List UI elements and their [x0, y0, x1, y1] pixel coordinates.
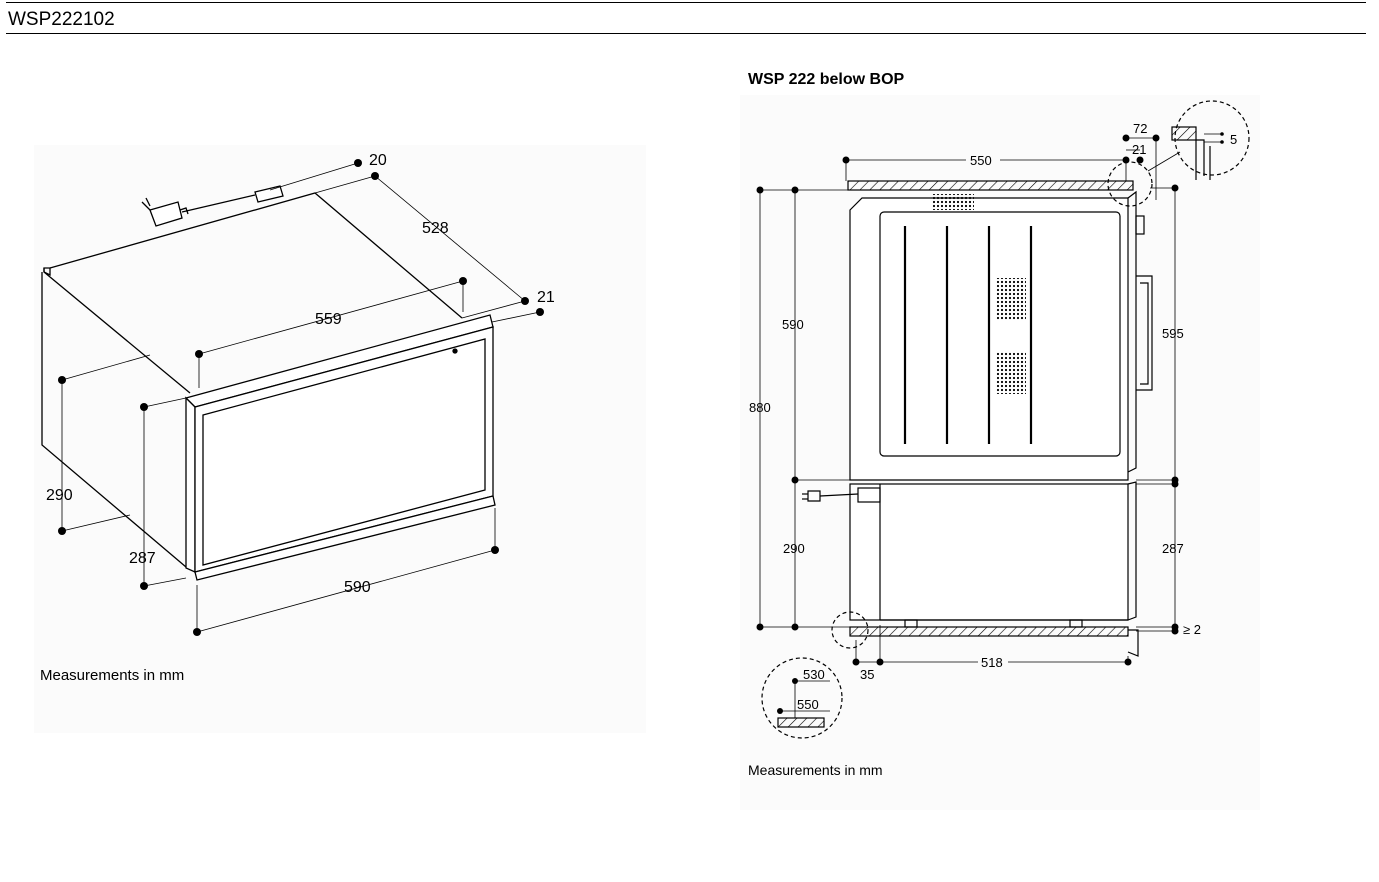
power-plug-icon-side [802, 487, 881, 503]
dim-287-left: 287 [129, 550, 156, 567]
dim-20: 20 [369, 152, 387, 169]
power-plug-icon [141, 185, 284, 227]
worktop-hatch [847, 180, 1134, 191]
dim-590-left: 590 [344, 579, 371, 596]
dim-595: 595 [1162, 326, 1184, 341]
dim-72: 72 [1133, 121, 1147, 136]
right-caption: Measurements in mm [748, 762, 883, 778]
model-number: WSP222102 [8, 9, 115, 30]
detail-circle-top [1107, 161, 1153, 207]
right-dimension-labels: 550 72 21 5 590 880 595 290 287 ≥ 2 518 … [749, 121, 1237, 712]
detail-zoom-top [1174, 100, 1250, 176]
dim-35: 35 [860, 667, 874, 682]
dim-5: 5 [1230, 132, 1237, 147]
dim-290-left: 290 [46, 487, 73, 504]
dim-518: 518 [981, 655, 1003, 670]
page-header: WSP222102 [6, 2, 1366, 34]
detail-circle-bottom [831, 611, 869, 649]
detail-zoom-bottom [761, 657, 843, 739]
oven-rails [903, 226, 1033, 444]
dim-550-detail: 550 [797, 697, 819, 712]
side-view-drawing [756, 100, 1250, 739]
dim-lines-left [61, 162, 541, 633]
isometric-drawer-drawing [41, 159, 544, 636]
left-dimension-labels: 20 528 21 559 290 287 590 [46, 152, 555, 596]
dim-290-right: 290 [783, 541, 805, 556]
dim-ge2: ≥ 2 [1183, 622, 1201, 637]
dim-21-left: 21 [537, 289, 555, 306]
dim-590-right: 590 [782, 317, 804, 332]
dim-550-top: 550 [970, 153, 992, 168]
dim-points-right [756, 134, 1179, 666]
body-left [41, 272, 187, 568]
dim-530: 530 [803, 667, 825, 682]
dim-21-right: 21 [1132, 142, 1146, 157]
dim-559: 559 [315, 311, 342, 328]
installation-title: WSP 222 below BOP [748, 71, 905, 88]
front-panel-face [185, 396, 196, 574]
dim-points-left [58, 159, 544, 636]
dim-880: 880 [749, 400, 771, 415]
dim-287-right: 287 [1162, 541, 1184, 556]
dim-528: 528 [422, 220, 449, 237]
left-caption: Measurements in mm [40, 667, 185, 684]
floor-hatch [849, 626, 1129, 637]
body-top [49, 192, 463, 319]
